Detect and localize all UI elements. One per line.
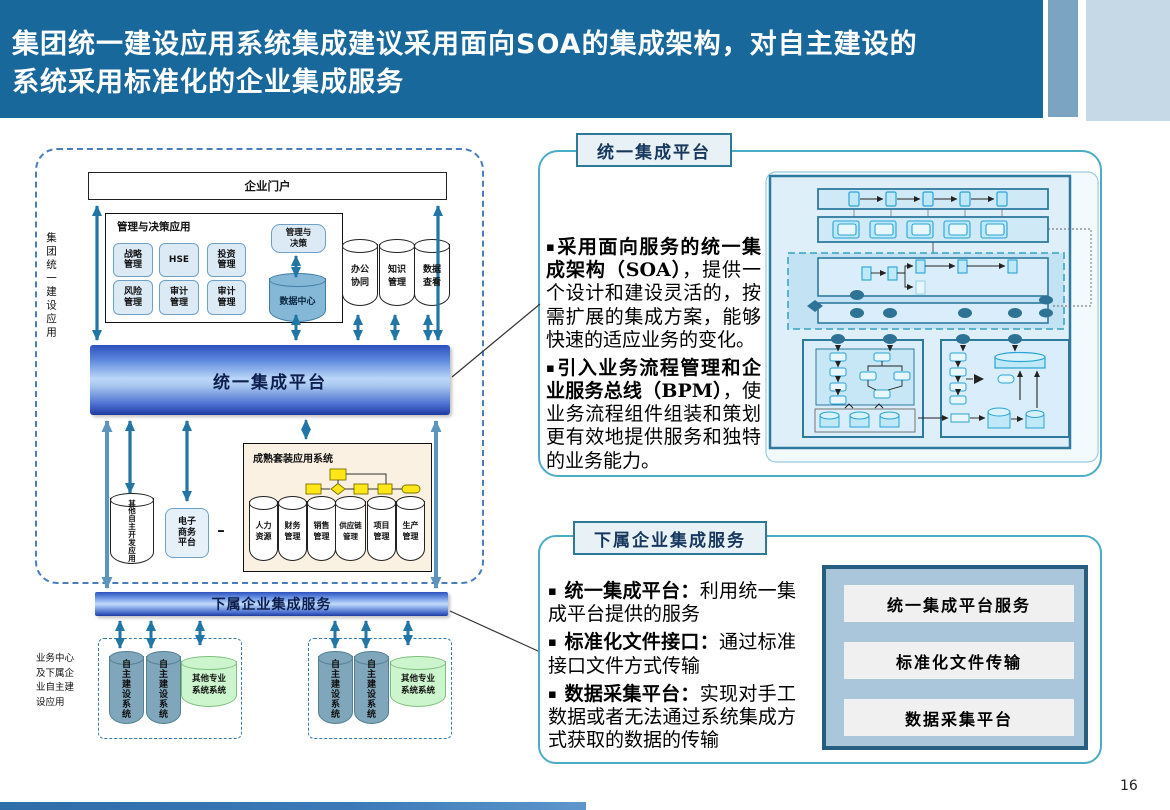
bullet-icon: ▪ — [548, 686, 558, 702]
packaged-apps-label: 成熟套装应用系统 — [253, 454, 333, 465]
bullet-item: ▪ 标准化文件接口：通过标准接口文件方式传输 — [548, 631, 796, 677]
other-professional-cylinder: 其他专业 系统系统 — [180, 656, 238, 707]
module-audit-2: 审计 管理 — [207, 280, 246, 315]
bullet-item: ▪引入业务流程管理和企业服务总线（BPM），使业务流程组件组装和策划更有效地提供… — [546, 356, 761, 472]
system-hr-cylinder: 人力 资源 — [248, 496, 279, 561]
system-finance-cylinder: 财务 管理 — [277, 496, 308, 561]
service-box-platform: 统一集成平台服务 — [844, 585, 1074, 622]
bullet-icon: ▪ — [546, 360, 557, 376]
management-decision-label: 管理与决策应用 — [117, 221, 191, 233]
module-strategy: 战略 管理 — [113, 243, 153, 277]
bullet-item: ▪ 统一集成平台：利用统一集成平台提供的服务 — [548, 580, 796, 626]
services-box: 统一集成平台服务 标准化文件传输 数据采集平台 — [822, 565, 1088, 750]
header-accent-strip-medium — [1048, 0, 1078, 117]
service-box-file: 标准化文件传输 — [844, 642, 1074, 679]
management-decision-box: 管理与决策应用 战略 管理 HSE 投资 管理 风险 管理 审计 管理 审计 管… — [105, 213, 343, 323]
business-center-label: 业务中心 及下属企 业自主建 设应用 — [36, 653, 75, 709]
bullet-icon: ▪ — [546, 240, 557, 255]
enterprise-portal-box: 企业门户 — [88, 172, 447, 200]
sub-integration-bar: 下属企业集成服务 — [95, 592, 448, 616]
dash-connector: – — [217, 521, 225, 539]
subsidiary-group-2: 自主建设系统 自主建设系统 其他专业 系统系统 — [308, 638, 452, 739]
other-professional-cylinder: 其他专业 系统系统 — [389, 656, 447, 707]
other-self-dev-cylinder: 其他自主开发应用 — [109, 493, 155, 564]
self-built-label: 自主建设系统 — [122, 659, 132, 721]
data-view-cylinder: 数据 查看 — [413, 239, 451, 306]
office-collab-cylinder: 办公 协同 — [341, 239, 379, 306]
bullet-icon: ▪ — [548, 635, 558, 651]
other-self-dev-label: 其他自主开发应用 — [128, 498, 136, 563]
self-built-label: 自主建设系统 — [159, 659, 169, 721]
bullet-item: ▪ 数据采集平台：实现对手工数据或者无法通过系统集成方式获取的数据的传输 — [548, 682, 796, 752]
self-built-label: 自主建设系统 — [331, 659, 341, 721]
header-bar: 集团统一建设应用系统集成建议采用面向SOA的集成架构，对自主建设的 系统采用标准… — [0, 0, 1043, 118]
decision-box: 管理与 决策 — [271, 224, 326, 253]
footer-accent-bar — [0, 802, 586, 810]
bullet-icon: ▪ — [548, 584, 558, 599]
system-sales-cylinder: 销售 管理 — [306, 496, 337, 561]
knowledge-mgmt-cylinder: 知识 管理 — [378, 239, 416, 306]
data-center-cylinder: 数据中心 — [268, 273, 327, 322]
subsidiary-group-1: 自主建设系统 自主建设系统 其他专业 系统系统 — [98, 638, 242, 739]
system-project-cylinder: 项目 管理 — [366, 496, 397, 561]
bullet-item: ▪采用面向服务的统一集成架构（SOA），提供一个设计和建设灵活的，按需扩展的集成… — [546, 236, 761, 351]
slide-title-line2: 系统采用标准化的企业集成服务 — [12, 67, 404, 99]
module-hse: HSE — [159, 243, 199, 277]
service-box-capture: 数据采集平台 — [844, 699, 1074, 736]
page-number: 16 — [1120, 778, 1138, 794]
services-panel-title: 下属企业集成服务 — [573, 521, 767, 555]
self-built-cylinder: 自主建设系统 — [145, 651, 182, 724]
self-built-cylinder: 自主建设系统 — [317, 651, 354, 724]
module-audit-1: 审计 管理 — [159, 280, 199, 315]
header-accent-strip-light — [1086, 0, 1170, 121]
ecommerce-platform-box: 电子 商务 平台 — [165, 508, 209, 558]
packaged-apps-box: 成熟套装应用系统 人力 资源 财务 管理 销售 管理 供应链 管理 项目 管理 … — [243, 443, 432, 572]
slide-title-line1: 集团统一建设应用系统集成建议采用面向SOA的集成架构，对自主建设的 — [12, 29, 918, 60]
self-built-cylinder: 自主建设系统 — [108, 651, 145, 724]
system-production-cylinder: 生产 管理 — [395, 496, 426, 561]
system-supplychain-cylinder: 供应链 管理 — [334, 496, 367, 561]
self-built-cylinder: 自主建设系统 — [353, 651, 390, 724]
integration-platform-bar: 统一集成平台 — [90, 345, 450, 415]
integration-panel-bullets: ▪采用面向服务的统一集成架构（SOA），提供一个设计和建设灵活的，按需扩展的集成… — [546, 236, 761, 478]
integration-panel-title: 统一集成平台 — [576, 133, 732, 167]
module-investment: 投资 管理 — [207, 243, 246, 277]
self-built-label: 自主建设系统 — [367, 659, 377, 721]
slide-title: 集团统一建设应用系统集成建议采用面向SOA的集成架构，对自主建设的 系统采用标准… — [12, 26, 918, 103]
module-risk: 风险 管理 — [113, 280, 153, 315]
services-panel-bullets: ▪ 统一集成平台：利用统一集成平台提供的服务 ▪ 标准化文件接口：通过标准接口文… — [548, 580, 796, 757]
group-vertical-label: 集团统一建设应用 — [45, 232, 57, 340]
services-panel — [538, 535, 1102, 764]
